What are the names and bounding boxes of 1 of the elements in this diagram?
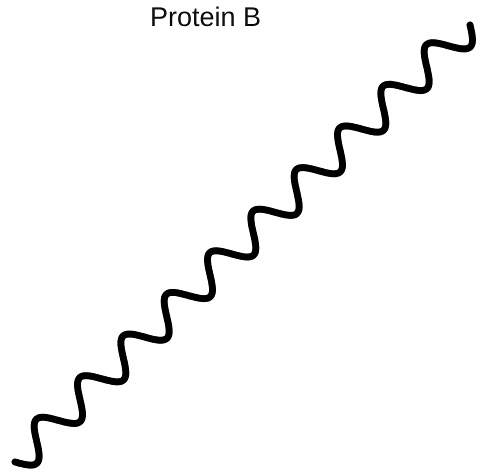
protein-label: Protein B [150, 2, 262, 33]
